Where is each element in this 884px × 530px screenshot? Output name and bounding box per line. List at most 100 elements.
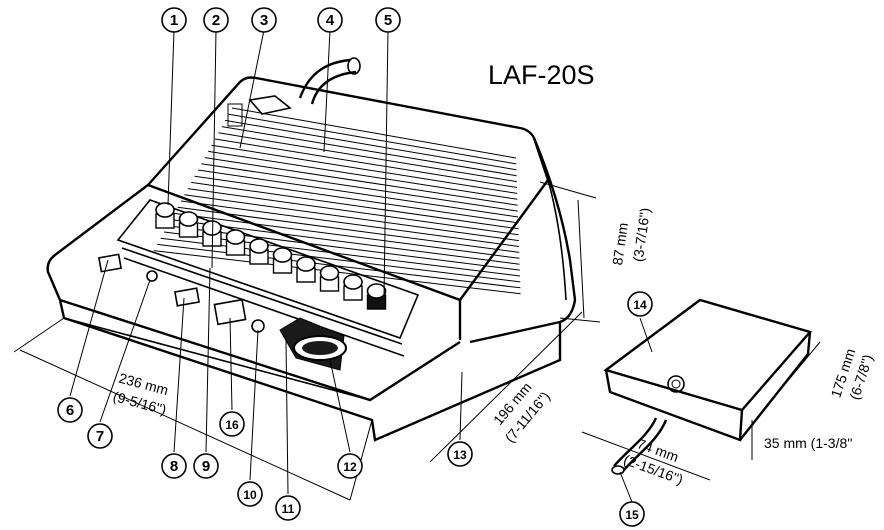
callout-number: 1: [170, 12, 178, 29]
console-left-side: [46, 184, 149, 301]
channel-button: [296, 256, 316, 272]
callout-1: 1: [161, 7, 187, 33]
grille-line: [228, 113, 517, 165]
callout-circle: [251, 7, 277, 33]
dim-height-main-in: (3-7/16''): [630, 207, 653, 263]
remote-jack: [667, 375, 685, 393]
grille-line: [197, 169, 519, 218]
callout-number: 9: [202, 458, 210, 475]
callout-number: 5: [384, 12, 392, 29]
channel-button: [366, 283, 387, 299]
button-panel: [116, 199, 420, 340]
grille-line: [214, 138, 518, 188]
callout-16: 16: [219, 411, 245, 437]
grille-line: [167, 225, 520, 271]
grille-line: [204, 157, 518, 206]
console-right-side: [469, 137, 577, 344]
callout-circle: [161, 7, 187, 33]
switch-6: [98, 253, 122, 273]
callout-3: 3: [251, 7, 277, 33]
callout-number: 4: [326, 12, 335, 29]
remote-unit: [603, 298, 813, 475]
grille-line: [163, 231, 521, 277]
callout-circle: [87, 423, 113, 449]
callout-number: 11: [282, 502, 295, 516]
callout-circle: [161, 453, 187, 479]
callout-number: 15: [625, 508, 639, 522]
console-top-outline: [147, 76, 550, 301]
callout-10: 10: [237, 481, 263, 507]
callout-15: 15: [619, 501, 645, 527]
callout-11: 11: [275, 495, 301, 521]
display-window: [248, 95, 292, 115]
channel-button: [249, 238, 269, 254]
callout-circle: [375, 7, 401, 33]
speaker-grille: [153, 107, 521, 295]
channel-buttons: [155, 202, 387, 310]
grille-line: [211, 144, 518, 194]
model-name: LAF-20S: [488, 60, 595, 90]
callout-circle: [219, 411, 245, 437]
channel-button: [178, 211, 199, 227]
callout-number: 12: [343, 460, 357, 474]
callout-12: 12: [337, 453, 363, 479]
grille-line: [170, 219, 520, 265]
console-cable-back: [298, 58, 351, 99]
grille-line: [184, 194, 519, 242]
callout-number: 16: [225, 418, 239, 432]
grille-line: [177, 206, 520, 253]
callout-7: 7: [87, 423, 113, 449]
callout-number: 8: [170, 458, 178, 475]
callout-circle: [627, 291, 653, 317]
channel-button: [155, 202, 175, 218]
callout-number: 13: [453, 448, 467, 462]
grille-line: [180, 200, 520, 247]
callout-14: 14: [627, 291, 653, 317]
callout-circle: [275, 495, 301, 521]
callout-circle: [447, 441, 473, 467]
channel-button: [319, 265, 340, 281]
switch-16: [213, 298, 247, 326]
callout-circle: [337, 453, 363, 479]
grille-line: [201, 163, 518, 212]
callout-leaders: [69, 29, 653, 503]
callout-circle: [237, 481, 263, 507]
grille-line: [221, 126, 517, 177]
callout-circle: [193, 453, 219, 479]
console-base: [58, 299, 562, 442]
callout-2: 2: [203, 7, 229, 33]
grille-line: [225, 119, 517, 171]
remote-top: [603, 298, 813, 412]
remote-cable: [623, 419, 668, 471]
callout-circle: [619, 501, 645, 527]
callout-9: 9: [193, 453, 219, 479]
channel-button: [225, 229, 246, 245]
callout-8: 8: [161, 453, 187, 479]
callout-number: 2: [212, 12, 220, 29]
grille-line: [187, 188, 519, 236]
grille-line: [174, 212, 520, 259]
callout-6: 6: [57, 397, 83, 423]
dim-height-main: 87 mm: [609, 222, 631, 267]
switch-8: [174, 287, 200, 307]
jack-7: [146, 270, 158, 282]
grille-line: [218, 132, 517, 183]
callout-5: 5: [375, 7, 401, 33]
channel-button: [202, 220, 222, 236]
callout-4: 4: [317, 7, 343, 33]
callout-number: 7: [96, 428, 104, 445]
dimension-lines: [13, 181, 821, 501]
grille-line: [191, 181, 519, 230]
grille-line: [231, 107, 517, 159]
callout-circle: [57, 397, 83, 423]
callout-circle: [203, 7, 229, 33]
channel-button: [343, 274, 363, 290]
dim-height-unit: 35 mm (1-3/8'': [764, 435, 853, 451]
callout-circle: [317, 7, 343, 33]
grille-line: [208, 150, 518, 200]
callout-number: 10: [243, 488, 257, 502]
callout-number: 14: [633, 298, 647, 312]
